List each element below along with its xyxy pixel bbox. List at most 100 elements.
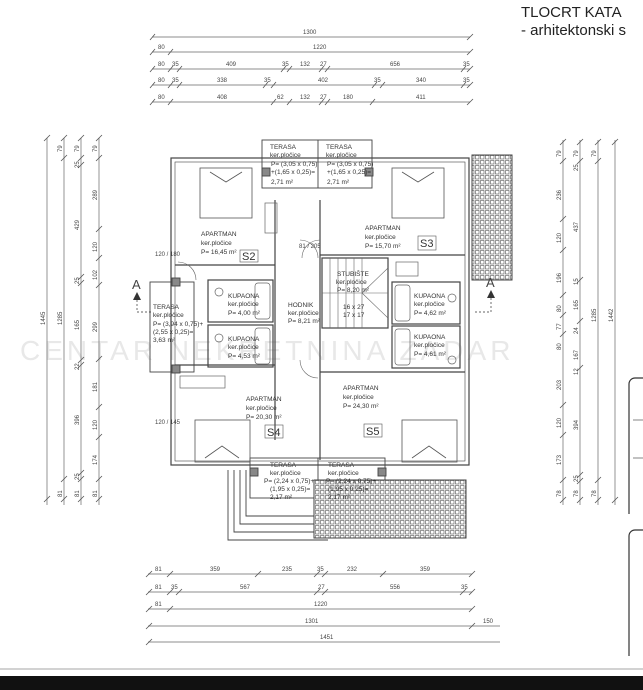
room-area: P= 8,21 m²: [288, 318, 321, 325]
dim-label: 27: [320, 95, 327, 101]
bed-icon: [401, 419, 458, 463]
dim-label: 1220: [313, 45, 327, 51]
dim-label: 35: [463, 78, 470, 84]
room-area: P= 4,00 m²: [228, 310, 261, 317]
stair-treads: [322, 258, 389, 328]
room-terasa-bottom-right: TERASA ker.pločice P= (2,24 x 0,75)+ (1,…: [326, 462, 376, 501]
dim-label: 174: [93, 454, 99, 465]
apartment-tag: S3: [420, 238, 433, 250]
dim-label: 35: [264, 78, 271, 84]
dim-label: 203: [557, 379, 563, 390]
dim-label: 359: [420, 567, 431, 573]
dim-label: 1220: [314, 602, 328, 608]
room-area: P= 16,45 m²: [201, 249, 237, 256]
dim-label: 25: [574, 164, 580, 171]
room-floor: ker.pločice: [228, 344, 259, 351]
door-label: 120 / 180: [155, 252, 181, 258]
watermark: CENTAR NEKRETNINA ZADAR: [20, 335, 514, 366]
dim-label: 235: [282, 567, 293, 573]
room-floor: ker.pločice: [328, 470, 359, 477]
room-area: P= 24,30 m²: [343, 403, 379, 410]
dim-label: 120: [557, 232, 563, 243]
room-kupaona-4: KUPAONA ker.pločice P= 4,61 m²: [414, 334, 447, 358]
dim-label: 1300: [303, 30, 317, 36]
dim-label: 408: [217, 95, 228, 101]
room-name: HODNIK: [288, 302, 314, 309]
dim-label: 556: [390, 585, 401, 591]
room-apartman-s2: APARTMAN ker.pločice P= 16,45 m² S2: [201, 231, 259, 263]
dim-label: 394: [574, 419, 580, 430]
stair-steps: 17 x 17: [343, 312, 365, 319]
room-floor: ker.pločice: [414, 301, 445, 308]
bed-icon: [194, 419, 251, 463]
room-floor: ker.pločice: [336, 279, 367, 286]
door-labels: 81 / 205 120 / 180 120 / 145: [155, 244, 321, 426]
bottom-dimensions: [148, 573, 500, 643]
dim-label: 35: [463, 62, 470, 68]
dim-label: 35: [172, 78, 179, 84]
dim-label: 22: [75, 363, 81, 370]
arrow-up-icon: [133, 292, 141, 300]
door-swings: [177, 239, 321, 379]
room-name: STUBIŠTE: [337, 269, 369, 278]
bottom-dimension-ticks: [145, 570, 476, 646]
room-floor: ker.pločice: [270, 470, 301, 477]
room-kupaona-1: KUPAONA ker.pločice P= 4,00 m²: [228, 293, 261, 317]
room-area: 2,17 m²: [328, 494, 351, 501]
dim-label: 81: [155, 567, 162, 573]
room-area: P= 15,70 m²: [365, 243, 401, 250]
room-apartman-s3: APARTMAN ker.pločice P= 15,70 m² S3: [365, 225, 437, 251]
room-floor: ker.pločice: [246, 405, 277, 412]
dim-label: 81: [58, 490, 64, 497]
room-area: P= 8,20 m²: [337, 287, 370, 294]
dim-label: 27: [320, 62, 327, 68]
dim-label: 165: [75, 319, 81, 330]
toilet-icons: [214, 287, 457, 365]
legend-box-fragments: [628, 377, 643, 656]
dim-label: 35: [317, 567, 324, 573]
section-marker-left: A: [132, 277, 153, 313]
bed-icons: [194, 167, 458, 463]
section-marker-right: A: [475, 275, 495, 313]
apartment-tag: S2: [242, 251, 255, 263]
dim-label: 340: [416, 78, 427, 84]
room-name: TERASA: [328, 462, 355, 469]
dim-label: 15: [574, 278, 580, 285]
dim-label: 1285: [58, 311, 64, 325]
drawing-title: TLOCRT KATA: [521, 4, 622, 21]
dim-label: 232: [347, 567, 358, 573]
bottom-bar: [0, 676, 643, 690]
room-name: APARTMAN: [201, 231, 237, 238]
dim-label: 35: [282, 62, 289, 68]
left-dimensions: [46, 138, 100, 505]
left-dimension-ticks: [43, 134, 103, 503]
right-dimension-labels: 79 236 120 196 80 77 80 203 120 173 78 7…: [557, 150, 615, 497]
room-floor: ker.pločice: [153, 312, 184, 319]
room-terasa-bottom-left: TERASA ker.pločice P= (2,24 x 0,75)+ (1,…: [264, 462, 314, 501]
dim-label: 81: [155, 585, 162, 591]
room-name: KUPAONA: [414, 334, 446, 341]
bottom-dimension-labels: 81 359 235 35 232 359 81 35 567 27 556 3…: [155, 567, 494, 641]
dim-label: 180: [343, 95, 354, 101]
dim-label: 437: [574, 221, 580, 232]
room-floor: ker.pločice: [270, 152, 301, 159]
room-kupaona-2: KUPAONA ker.pločice P= 4,53 m²: [228, 336, 261, 360]
room-name: APARTMAN: [246, 396, 282, 403]
dim-label: 80: [158, 62, 165, 68]
dim-label: 120: [93, 241, 99, 252]
room-floor: ker.pločice: [201, 240, 232, 247]
top-dimension-labels: 1300 80 1220 80 35 409 35 132 27 656 35 …: [158, 30, 470, 101]
apartment-tag: S4: [267, 427, 280, 439]
dim-label: 1451: [320, 635, 334, 641]
dim-label: 62: [277, 95, 284, 101]
room-formula: P= (2,24 x 0,75)+: [326, 478, 376, 485]
dim-label: 409: [226, 62, 237, 68]
dim-label: 181: [93, 381, 99, 392]
dim-label: 80: [158, 95, 165, 101]
dim-label: 150: [483, 619, 494, 625]
dim-label: 289: [93, 189, 99, 200]
dim-label: 120: [93, 419, 99, 430]
room-hodnik: HODNIK ker.pločice P= 8,21 m²: [288, 302, 321, 325]
room-floor: ker.pločice: [343, 394, 374, 401]
